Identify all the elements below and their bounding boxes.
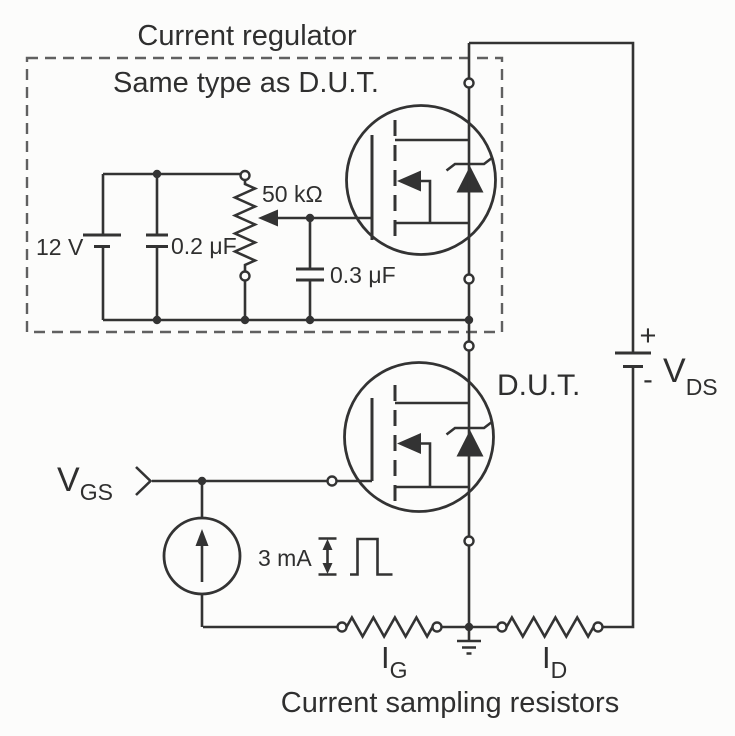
label-id-sub: D <box>551 657 568 683</box>
terminal-regulator-drain <box>463 77 475 89</box>
dut-mosfet-body-arrow <box>397 433 421 454</box>
pulse-waveform <box>350 537 393 576</box>
cap-02uf-plates <box>146 233 168 248</box>
label-vds-sub: DS <box>686 374 718 400</box>
regulator-mosfet-circle <box>345 104 497 256</box>
resistor-ig-left-terminal <box>336 621 348 633</box>
label-id-main: I <box>542 640 551 675</box>
potentiometer-top-terminal <box>239 169 251 182</box>
label-ig: IG <box>381 640 408 683</box>
junction-dot <box>152 315 162 325</box>
terminal-dut-gate <box>326 475 338 487</box>
label-02uf: 0.2 μF <box>171 233 237 259</box>
vds-minus-sign: - <box>643 364 653 396</box>
potentiometer-body <box>231 180 259 272</box>
pulse-amplitude-arrow-up <box>322 539 333 550</box>
resistor-ig-right-terminal <box>431 621 443 633</box>
junction-dot <box>152 169 162 179</box>
title-current-regulator: Current regulator <box>137 20 357 52</box>
regulator-mosfet-body-arrow <box>397 170 421 192</box>
regulator-mosfet-body-link <box>421 179 432 223</box>
resistor-id-left-terminal <box>496 621 508 633</box>
vgs-input-chevron <box>135 466 153 496</box>
junction-dot <box>305 213 315 223</box>
label-dut: D.U.T. <box>497 369 580 402</box>
label-same-type-as-dut: Same type as D.U.T. <box>113 67 379 99</box>
vds-rail <box>469 41 635 629</box>
junction-dot <box>305 315 315 325</box>
resistor-id-body <box>505 614 595 640</box>
potentiometer-bottom-terminal <box>239 270 251 282</box>
resistor-id-right-terminal <box>592 621 604 633</box>
junction-dot <box>464 315 474 325</box>
junction-dot <box>464 622 474 632</box>
caption-current-sampling-resistors: Current sampling resistors <box>281 687 619 719</box>
label-vgs: VGS <box>57 461 113 505</box>
label-vds-main: V <box>663 352 686 390</box>
label-vgs-main: V <box>57 461 80 499</box>
junction-dot <box>240 315 250 325</box>
junction-dot <box>197 476 207 486</box>
potentiometer-wiper-arrow <box>258 209 278 227</box>
resistor-ig-body <box>345 614 434 640</box>
label-50k: 50 kΩ <box>262 181 323 207</box>
label-id: ID <box>542 640 567 683</box>
label-vds: VDS <box>663 352 718 400</box>
current-source-circle <box>162 516 242 596</box>
label-3ma: 3 mA <box>258 545 312 571</box>
dut-mosfet-circle <box>343 361 495 513</box>
label-vgs-sub: GS <box>80 479 113 505</box>
dut-zener-cathode-bar <box>445 420 494 436</box>
label-ig-main: I <box>381 640 390 675</box>
pulse-amplitude-caps <box>318 537 337 576</box>
ground-icon <box>457 639 481 655</box>
pulse-amplitude-arrow-down <box>322 563 333 574</box>
label-03uf: 0.3 μF <box>330 262 396 288</box>
terminal-dut-drain <box>463 340 475 352</box>
regulator-dashed-box <box>25 56 504 334</box>
current-source-arrow-head <box>195 529 209 546</box>
label-ig-sub: G <box>390 657 408 683</box>
terminal-dut-source <box>463 535 475 547</box>
label-12v: 12 V <box>36 234 84 260</box>
cap-03uf-plates <box>296 267 324 282</box>
vds-plus-sign: + <box>640 320 657 352</box>
terminal-regulator-source <box>463 273 475 285</box>
dut-zener-triangle <box>456 430 484 457</box>
dut-mosfet-body-link <box>421 442 432 487</box>
